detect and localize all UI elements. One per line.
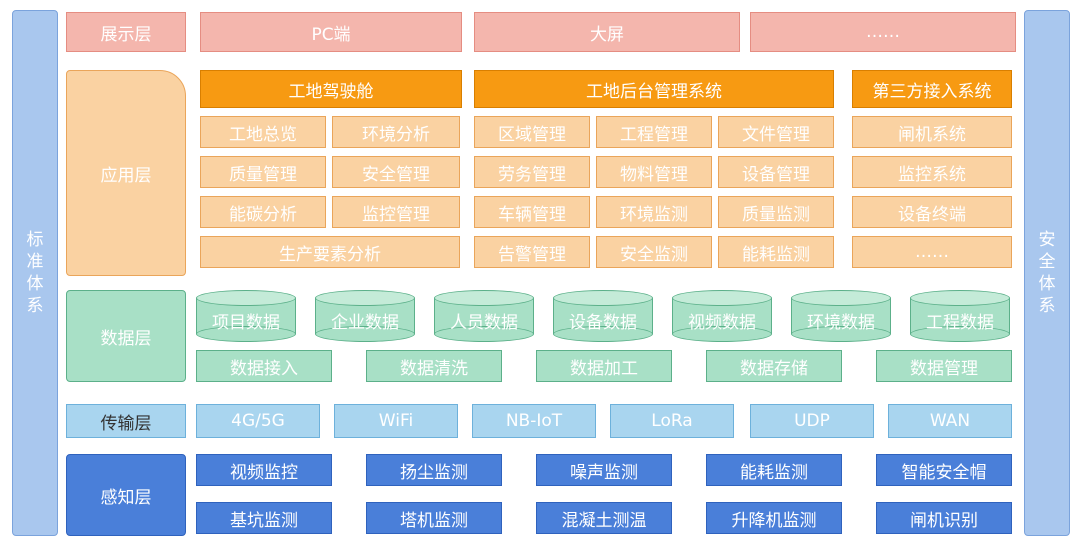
backend-item: 质量监测 xyxy=(718,196,834,228)
backend-item: 能耗监测 xyxy=(718,236,834,268)
transport-item: NB-IoT xyxy=(472,404,596,438)
security-system-char: 全 xyxy=(1038,252,1056,272)
database-cylinder: 工程数据 xyxy=(910,290,1010,342)
data-op-item: 数据管理 xyxy=(876,350,1012,382)
standard-system-bar: 标 准 体 系 xyxy=(12,10,58,536)
standard-system-char: 标 xyxy=(26,230,44,250)
backend-item: 环境监测 xyxy=(596,196,712,228)
security-system-bar: 安 全 体 系 xyxy=(1024,10,1070,536)
cockpit-item: 监控管理 xyxy=(332,196,460,228)
standard-system-char: 系 xyxy=(26,296,44,316)
standard-system-char: 准 xyxy=(26,252,44,272)
transport-item: UDP xyxy=(750,404,874,438)
security-system-char: 安 xyxy=(1038,230,1056,250)
database-cylinder: 环境数据 xyxy=(791,290,891,342)
database-label: 设备数据 xyxy=(569,313,637,333)
perception-item: 智能安全帽 xyxy=(876,454,1012,486)
security-system-char: 系 xyxy=(1038,296,1056,316)
perception-layer-label: 感知层 xyxy=(66,454,186,536)
database-cylinder: 视频数据 xyxy=(672,290,772,342)
backend-item: 车辆管理 xyxy=(474,196,590,228)
data-op-item: 数据清洗 xyxy=(366,350,502,382)
third-party-item: 设备终端 xyxy=(852,196,1012,228)
data-op-item: 数据加工 xyxy=(536,350,672,382)
third-party-item: 闸机系统 xyxy=(852,116,1012,148)
database-label: 企业数据 xyxy=(331,313,399,333)
app-header-cockpit: 工地驾驶舱 xyxy=(200,70,462,108)
transport-item: 4G/5G xyxy=(196,404,320,438)
perception-item: 噪声监测 xyxy=(536,454,672,486)
data-op-item: 数据存储 xyxy=(706,350,842,382)
backend-item: 告警管理 xyxy=(474,236,590,268)
cockpit-item: 质量管理 xyxy=(200,156,326,188)
perception-item: 混凝土测温 xyxy=(536,502,672,534)
backend-item: 工程管理 xyxy=(596,116,712,148)
backend-item: 物料管理 xyxy=(596,156,712,188)
perception-item: 基坑监测 xyxy=(196,502,332,534)
database-cylinder: 项目数据 xyxy=(196,290,296,342)
database-cylinder: 设备数据 xyxy=(553,290,653,342)
database-label: 视频数据 xyxy=(688,313,756,333)
database-label: 项目数据 xyxy=(212,313,280,333)
display-item: 大屏 xyxy=(474,12,740,52)
transport-item: WAN xyxy=(888,404,1012,438)
application-layer-label: 应用层 xyxy=(66,70,186,276)
security-system-char: 体 xyxy=(1038,274,1056,294)
backend-item: 文件管理 xyxy=(718,116,834,148)
third-party-item: …… xyxy=(852,236,1012,268)
cockpit-item: 环境分析 xyxy=(332,116,460,148)
backend-item: 区域管理 xyxy=(474,116,590,148)
perception-item: 视频监控 xyxy=(196,454,332,486)
cockpit-item: 工地总览 xyxy=(200,116,326,148)
third-party-item: 监控系统 xyxy=(852,156,1012,188)
perception-item: 塔机监测 xyxy=(366,502,502,534)
backend-item: 设备管理 xyxy=(718,156,834,188)
backend-item: 安全监测 xyxy=(596,236,712,268)
database-label: 工程数据 xyxy=(926,313,994,333)
display-layer-label: 展示层 xyxy=(66,12,186,52)
data-layer-label: 数据层 xyxy=(66,290,186,382)
cockpit-item: 安全管理 xyxy=(332,156,460,188)
cockpit-item: 能碳分析 xyxy=(200,196,326,228)
database-cylinder: 企业数据 xyxy=(315,290,415,342)
perception-item: 升降机监测 xyxy=(706,502,842,534)
standard-system-char: 体 xyxy=(26,274,44,294)
perception-item: 闸机识别 xyxy=(876,502,1012,534)
transport-item: LoRa xyxy=(610,404,734,438)
display-item: …… xyxy=(750,12,1016,52)
app-header-backend: 工地后台管理系统 xyxy=(474,70,834,108)
cockpit-item: 生产要素分析 xyxy=(200,236,460,268)
transport-item: WiFi xyxy=(334,404,458,438)
transport-layer-label: 传输层 xyxy=(66,404,186,438)
display-item: PC端 xyxy=(200,12,462,52)
database-label: 人员数据 xyxy=(450,313,518,333)
backend-item: 劳务管理 xyxy=(474,156,590,188)
data-op-item: 数据接入 xyxy=(196,350,332,382)
app-header-third-party: 第三方接入系统 xyxy=(852,70,1012,108)
perception-item: 能耗监测 xyxy=(706,454,842,486)
perception-item: 扬尘监测 xyxy=(366,454,502,486)
database-cylinder: 人员数据 xyxy=(434,290,534,342)
database-label: 环境数据 xyxy=(807,313,875,333)
